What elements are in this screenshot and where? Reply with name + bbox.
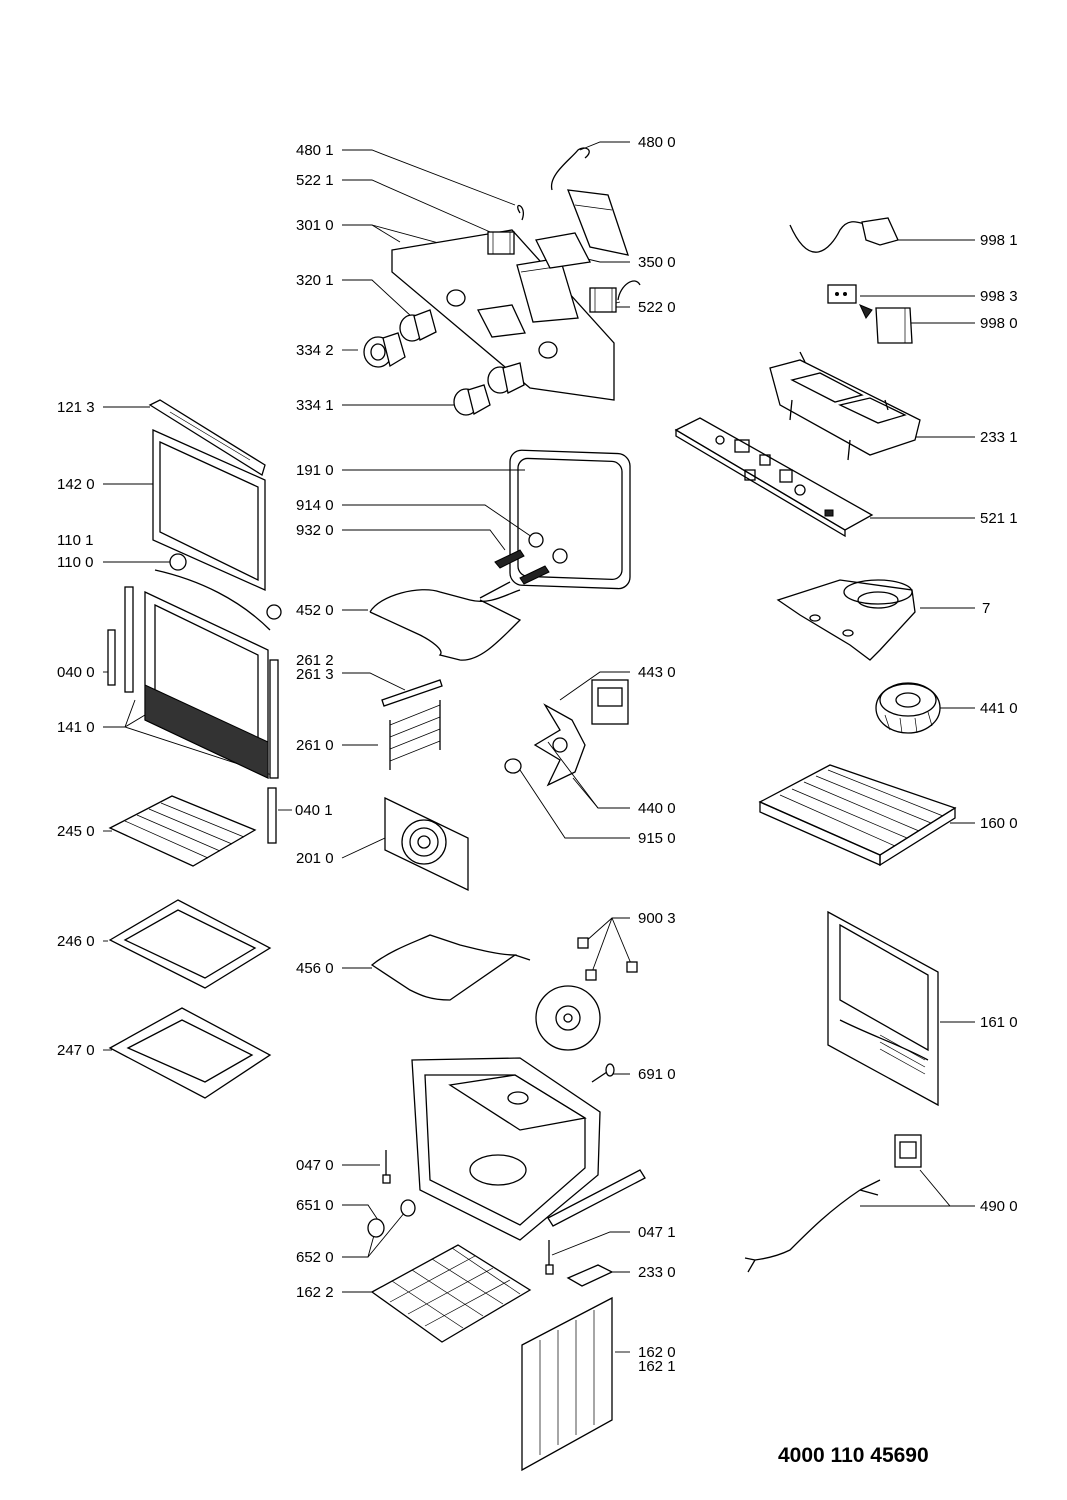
part-label: 441 0 — [980, 700, 1018, 717]
part-label: 998 3 — [980, 288, 1018, 305]
part-label: 334 1 — [296, 397, 334, 414]
part-label: 141 0 — [57, 719, 95, 736]
document-number: 4000 110 45690 — [778, 1444, 929, 1467]
part-label: 334 2 — [296, 342, 334, 359]
part-label: 233 0 — [638, 1264, 676, 1281]
part-label: 652 0 — [296, 1249, 334, 1266]
part-label: 915 0 — [638, 830, 676, 847]
part-label: 247 0 — [57, 1042, 95, 1059]
part-label: 233 1 — [980, 429, 1018, 446]
part-label: 456 0 — [296, 960, 334, 977]
part-label: 480 1 — [296, 142, 334, 159]
part-label: 440 0 — [638, 800, 676, 817]
part-label: 047 0 — [296, 1157, 334, 1174]
part-label: 261 3 — [296, 666, 334, 683]
part-label: 452 0 — [296, 602, 334, 619]
part-label: 245 0 — [57, 823, 95, 840]
part-label: 932 0 — [296, 522, 334, 539]
part-label: 998 0 — [980, 315, 1018, 332]
part-label: 162 1 — [638, 1358, 676, 1375]
part-label: 121 3 — [57, 399, 95, 416]
part-label: 040 1 — [295, 802, 333, 819]
part-label: 490 0 — [980, 1198, 1018, 1215]
part-label: 522 0 — [638, 299, 676, 316]
part-label: 161 0 — [980, 1014, 1018, 1031]
part-label: 261 2 — [296, 652, 334, 669]
part-label: 110 0 — [57, 554, 94, 571]
part-label: 162 0 — [638, 1344, 676, 1361]
part-label: 160 0 — [980, 815, 1018, 832]
part-label: 998 1 — [980, 232, 1018, 249]
part-label: 162 2 — [296, 1284, 334, 1301]
part-label: 320 1 — [296, 272, 334, 289]
part-label: 900 3 — [638, 910, 676, 927]
part-label: 246 0 — [57, 933, 95, 950]
control-panel-art — [363, 147, 641, 416]
part-label: 480 0 — [638, 134, 676, 151]
part-label: 521 1 — [980, 510, 1018, 527]
part-label: 443 0 — [638, 664, 676, 681]
left-parts-art — [107, 399, 282, 1099]
part-label: 350 0 — [638, 254, 676, 271]
leader-lines — [103, 141, 975, 1353]
part-label: 522 1 — [296, 172, 334, 189]
part-label: 914 0 — [296, 497, 334, 514]
part-label: 191 0 — [296, 462, 334, 479]
part-label: 7 — [982, 600, 991, 617]
part-label: 040 0 — [57, 664, 95, 681]
part-label: 691 0 — [638, 1066, 676, 1083]
part-label: 201 0 — [296, 850, 334, 867]
right-parts-art — [674, 217, 957, 1273]
part-label: 301 0 — [296, 217, 334, 234]
part-label: 261 0 — [296, 737, 334, 754]
part-label: 110 1 — [57, 532, 94, 549]
part-label: 651 0 — [296, 1197, 334, 1214]
center-parts-art — [367, 449, 646, 1472]
part-label: 142 0 — [57, 476, 95, 493]
part-label: 047 1 — [638, 1224, 676, 1241]
